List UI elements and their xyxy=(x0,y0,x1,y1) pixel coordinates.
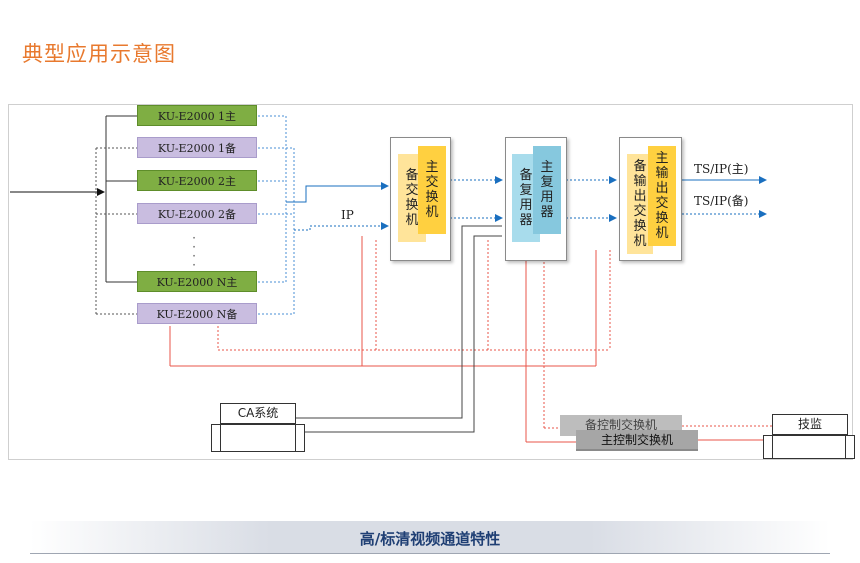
encoder-1-backup: KU-E2000 1备 xyxy=(137,137,257,158)
encoder-2-backup: KU-E2000 2备 xyxy=(137,203,257,224)
encoder-2-main: KU-E2000 2主 xyxy=(137,170,257,191)
monitor-base xyxy=(763,435,855,459)
page-title: 典型应用示意图 xyxy=(22,42,176,66)
ca-system: CA系统 xyxy=(220,403,296,424)
encoder-n-main: KU-E2000 N主 xyxy=(137,271,257,292)
footer-divider xyxy=(30,553,830,554)
ca-system-base xyxy=(211,424,305,452)
main-output-switch: 主 输 出 交 换 机 xyxy=(648,146,676,246)
diagram-frame xyxy=(8,104,853,460)
ts-ip-main-label: TS/IP(主) xyxy=(694,162,749,176)
encoder-n-backup: KU-E2000 N备 xyxy=(137,303,257,324)
monitor: 技监 xyxy=(772,414,848,435)
footer-bar xyxy=(30,521,830,553)
footer-title: 高/标清视频通道特性 xyxy=(359,530,501,548)
main-mux: 主 复 用 器 xyxy=(533,146,561,234)
ts-ip-backup-label: TS/IP(备) xyxy=(694,194,749,208)
ellipsis: · · · · xyxy=(192,231,196,272)
ip-label: IP xyxy=(341,208,354,222)
main-switch: 主 交 换 机 xyxy=(418,146,446,234)
main-control-switch: 主控制交换机 xyxy=(576,430,698,451)
encoder-1-main: KU-E2000 1主 xyxy=(137,105,257,126)
